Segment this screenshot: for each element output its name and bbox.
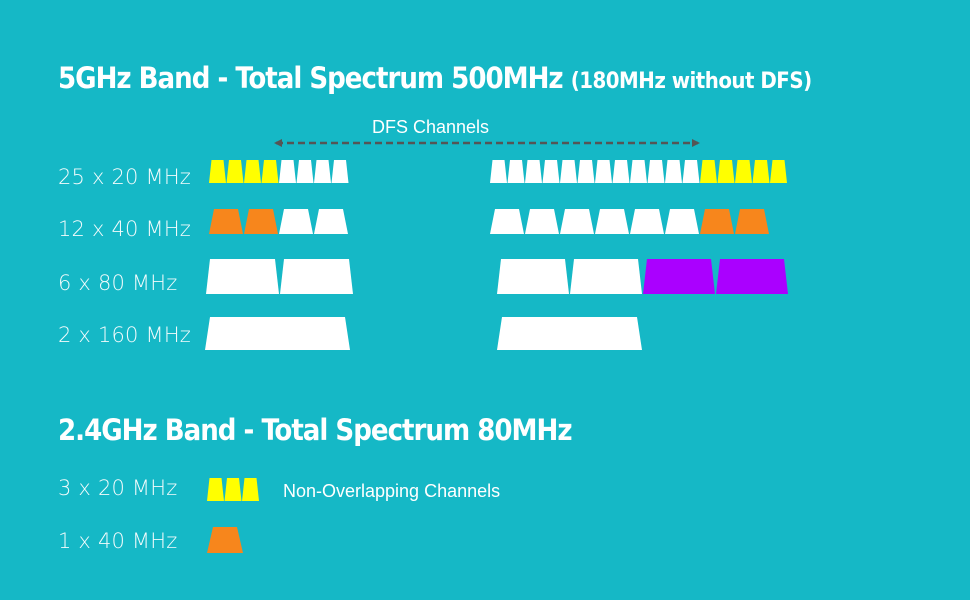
- channel-block-20mhz-high-8: [612, 160, 630, 183]
- row-label-6x80: 6 x 80 MHz: [58, 271, 178, 295]
- row-label-3x20: 3 x 20 MHz: [58, 476, 178, 500]
- row-label-2x160: 2 x 160 MHz: [58, 323, 192, 347]
- band-5ghz-title-main: 5GHz Band - Total Spectrum 500MHz: [58, 61, 564, 95]
- channel-block-20mhz-high-7: [595, 160, 612, 183]
- channel-block-24ghz-20mhz-3: [242, 478, 259, 501]
- channel-block-80mhz-low-2: [280, 259, 353, 294]
- channel-block-20mhz-high-6: [577, 160, 595, 183]
- channel-block-20mhz-high-10: [647, 160, 665, 183]
- channel-block-20mhz-high-9: [630, 160, 647, 183]
- channel-block-24ghz-20mhz-1: [207, 478, 224, 501]
- channel-block-40mhz-low-1: [209, 209, 243, 234]
- band-24ghz-title: 2.4GHz Band - Total Spectrum 80MHz: [58, 413, 573, 447]
- channel-block-40mhz-high-1: [490, 209, 524, 234]
- channel-block-80mhz-low-1: [206, 259, 279, 294]
- channel-block-40mhz-high-2: [525, 209, 559, 234]
- channel-block-80mhz-high-2: [570, 259, 642, 294]
- channel-block-160mhz-low-1: [205, 317, 350, 350]
- channel-block-20mhz-high-5: [560, 160, 577, 183]
- channel-block-20mhz-low-8: [331, 160, 349, 183]
- channel-block-20mhz-high-14: [717, 160, 735, 183]
- row-label-12x40: 12 x 40 MHz: [58, 217, 192, 241]
- channel-block-20mhz-high-17: [770, 160, 787, 183]
- channel-block-40mhz-low-2: [244, 209, 278, 234]
- non-overlapping-channels-label: Non-Overlapping Channels: [283, 481, 501, 501]
- channel-block-20mhz-high-2: [507, 160, 525, 183]
- channel-block-20mhz-high-11: [665, 160, 682, 183]
- channel-block-20mhz-high-16: [752, 160, 770, 183]
- channel-block-20mhz-low-1: [209, 160, 226, 183]
- channel-block-40mhz-high-4: [595, 209, 629, 234]
- channel-block-24ghz-20mhz-2: [224, 478, 242, 501]
- band-5ghz-title: 5GHz Band - Total Spectrum 500MHz (180MH…: [58, 64, 812, 93]
- channel-block-40mhz-low-4: [314, 209, 348, 234]
- channel-block-20mhz-high-4: [542, 160, 560, 183]
- channel-block-80mhz-high-3: [643, 259, 715, 294]
- channel-block-20mhz-low-4: [261, 160, 279, 183]
- channel-block-40mhz-high-3: [560, 209, 594, 234]
- row-label-25x20: 25 x 20 MHz: [58, 165, 192, 189]
- channel-block-20mhz-low-5: [279, 160, 296, 183]
- channel-block-40mhz-low-3: [279, 209, 313, 234]
- channel-block-20mhz-high-12: [682, 160, 700, 183]
- channel-block-20mhz-low-2: [226, 160, 244, 183]
- channel-block-80mhz-high-4: [716, 259, 788, 294]
- channel-blocks: [205, 160, 788, 553]
- channel-block-40mhz-high-5: [630, 209, 664, 234]
- channel-block-20mhz-high-15: [735, 160, 752, 183]
- channel-block-20mhz-high-1: [490, 160, 507, 183]
- channel-block-80mhz-high-1: [497, 259, 569, 294]
- channel-block-160mhz-high-1: [497, 317, 642, 350]
- channel-block-40mhz-high-7: [700, 209, 734, 234]
- channel-block-24ghz-40mhz-1: [207, 527, 243, 553]
- channel-block-20mhz-high-13: [700, 160, 717, 183]
- channel-block-20mhz-low-6: [296, 160, 314, 183]
- channel-block-20mhz-high-3: [525, 160, 542, 183]
- channel-block-20mhz-low-7: [314, 160, 331, 183]
- row-label-1x40: 1 x 40 MHz: [58, 529, 178, 553]
- channel-block-20mhz-low-3: [244, 160, 261, 183]
- channel-block-40mhz-high-6: [665, 209, 699, 234]
- dfs-channels-label: DFS Channels: [372, 117, 490, 137]
- band-5ghz-title-note: (180MHz without DFS): [570, 69, 812, 94]
- channel-block-40mhz-high-8: [735, 209, 769, 234]
